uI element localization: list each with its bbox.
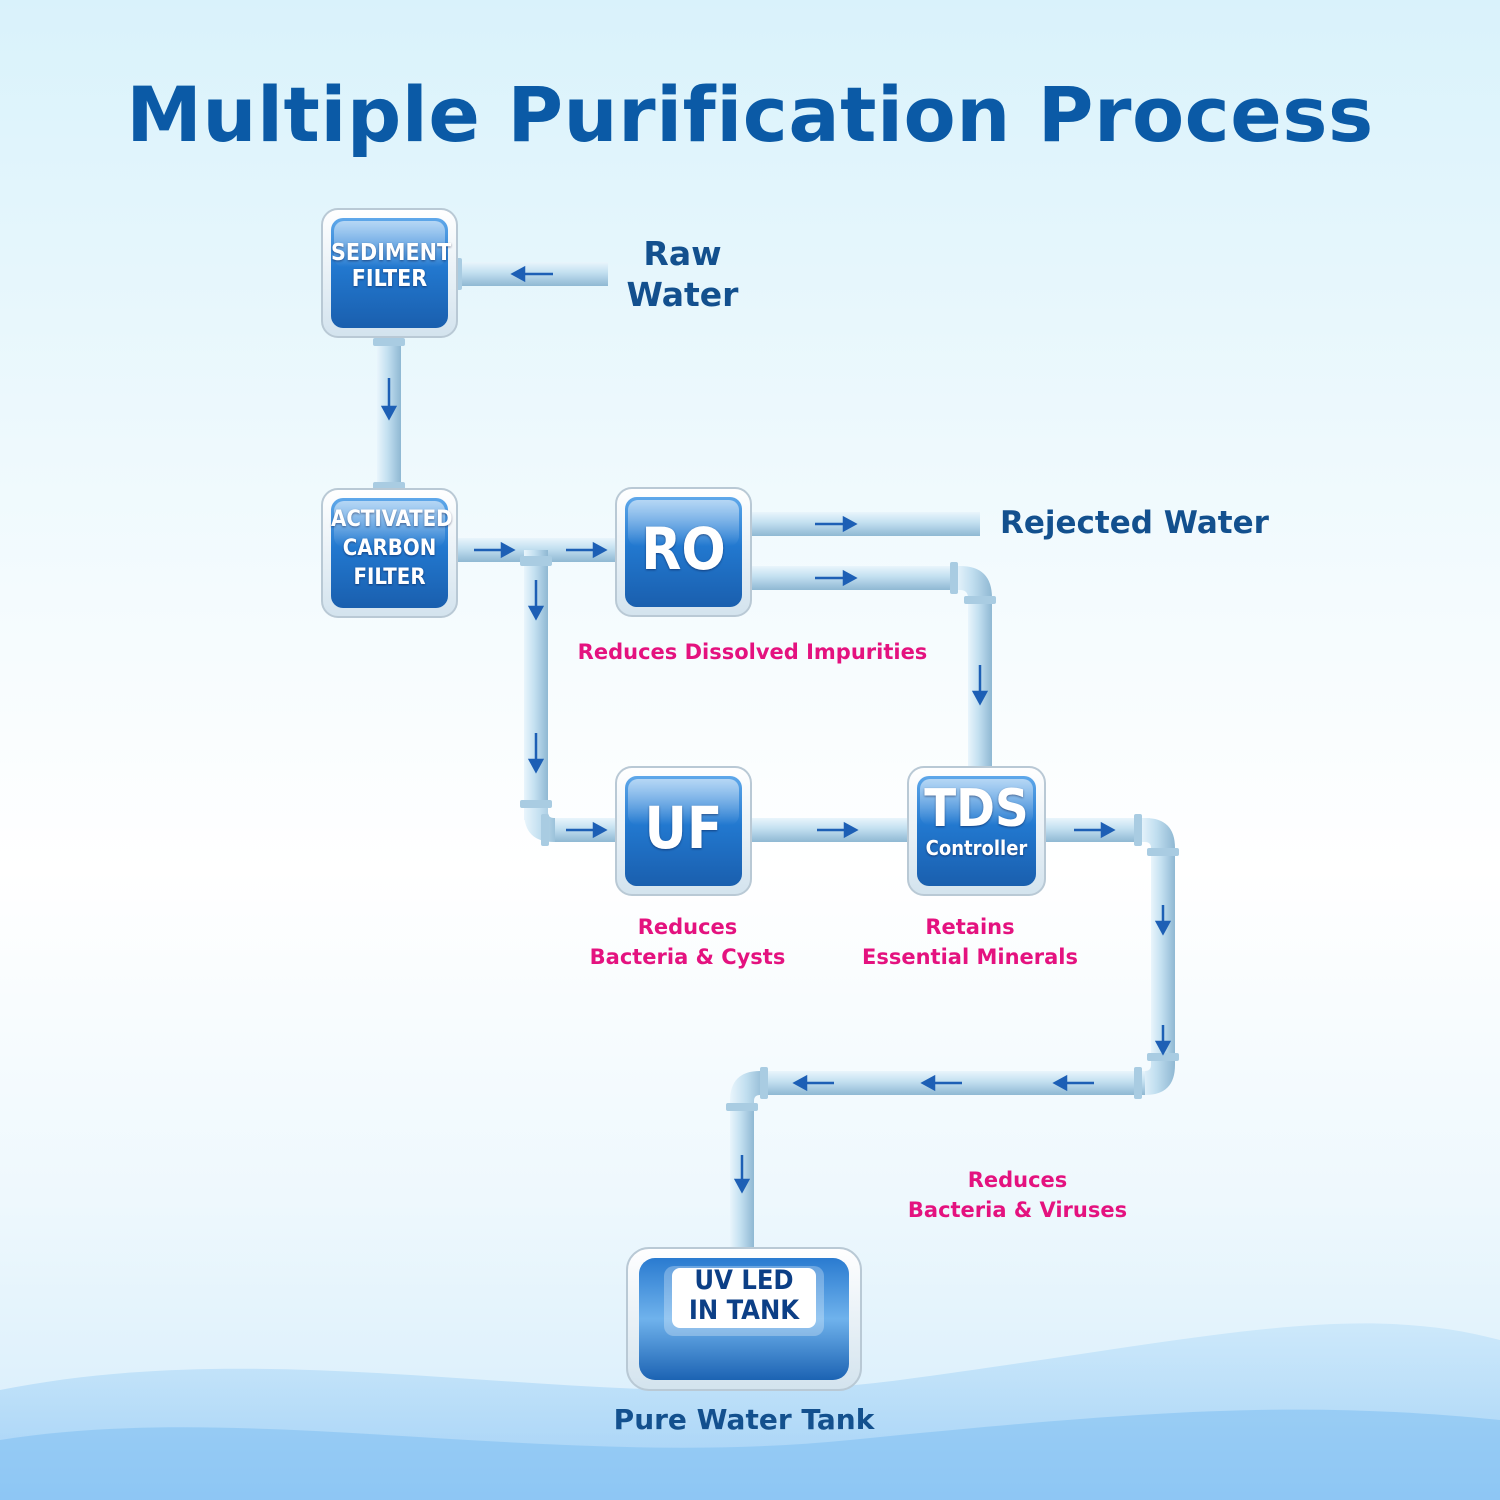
controller-text: Controller	[925, 835, 1028, 860]
raw-line2: Water	[626, 275, 739, 315]
sediment-line2: FILTER	[351, 266, 428, 293]
uf-desc-line2: Bacteria & Cysts	[589, 945, 786, 970]
carbon-filter-label: ACTIVATED CARBON FILTER	[331, 505, 453, 592]
carbon-line3: FILTER	[353, 565, 426, 591]
pipe-joint	[1134, 1067, 1142, 1099]
tds-text: TDS	[924, 779, 1029, 839]
sediment-filter-label: SEDIMENT FILTER	[331, 240, 452, 293]
tds-desc-line2: Essential Minerals	[862, 945, 1078, 970]
uv-desc-line1: Reduces	[967, 1168, 1068, 1192]
box-activated-carbon-filter	[321, 488, 458, 618]
uf-text: UF	[644, 794, 723, 862]
uv-description: Reduces Bacteria & Viruses	[895, 1165, 1140, 1226]
arrow-right-icon	[1074, 821, 1116, 839]
pipe-elbow-right-bottom	[1140, 1060, 1175, 1095]
arrow-right-icon	[566, 821, 608, 839]
arrow-right-icon	[566, 541, 608, 559]
box-uv-led-tank	[626, 1247, 862, 1391]
pipe-joint	[520, 556, 552, 566]
carbon-line1: ACTIVATED	[331, 507, 453, 532]
ro-label: RO	[625, 515, 742, 583]
arrow-down-icon	[527, 580, 545, 621]
uv-line1: UV LED	[694, 1265, 794, 1296]
ro-description: Reduces Dissolved Impurities	[577, 640, 928, 664]
box-tds-controller	[907, 766, 1046, 896]
pipe-rejected	[748, 512, 980, 536]
uf-desc-line1: Reduces	[637, 915, 738, 939]
arrow-right-icon	[815, 515, 858, 533]
pipe-elbow-ro-tds	[955, 566, 992, 605]
pipe-joint	[964, 596, 996, 604]
box-ro	[615, 487, 752, 617]
pure-water-tank-label: Pure Water Tank	[613, 1403, 875, 1436]
arrow-left-icon	[510, 265, 553, 283]
arrow-right-icon	[817, 821, 859, 839]
arrow-down-icon	[971, 665, 989, 706]
pipe-joint	[373, 338, 405, 346]
sediment-line1: SEDIMENT	[331, 240, 452, 266]
arrow-left-icon	[1052, 1074, 1094, 1092]
arrow-down-icon	[733, 1155, 751, 1194]
uv-line2: IN TANK	[688, 1295, 800, 1327]
uf-description: Reduces Bacteria & Cysts	[570, 912, 805, 973]
arrow-left-icon	[792, 1074, 834, 1092]
tds-label: TDS Controller	[917, 782, 1036, 860]
tds-desc-line1: Retains	[925, 915, 1015, 939]
ro-text: RO	[641, 515, 726, 583]
pipe-joint	[520, 800, 552, 808]
pipe-joint	[1147, 1053, 1179, 1061]
uf-label: UF	[625, 794, 742, 862]
carbon-line2: CARBON	[342, 536, 437, 562]
pipe-elbow-right-top	[1140, 818, 1175, 855]
background-wave-front	[0, 1409, 1500, 1500]
arrow-right-icon	[815, 569, 858, 587]
flow-arrows	[380, 265, 1172, 1194]
pipe-joint	[760, 1067, 768, 1099]
pipe-joint	[1134, 814, 1142, 846]
box-uf	[615, 766, 752, 896]
page-title: Multiple Purification Process	[126, 70, 1374, 159]
arrow-down-icon	[1154, 905, 1172, 936]
raw-water-label: Raw Water	[620, 233, 745, 316]
arrow-left-icon	[920, 1074, 962, 1092]
pipe-joint	[1147, 848, 1179, 856]
arrow-down-icon	[1154, 1025, 1172, 1056]
arrow-down-icon	[527, 733, 545, 774]
pipe-joint	[726, 1103, 758, 1111]
arrow-right-icon	[474, 541, 516, 559]
uv-label: UV LED IN TANK	[672, 1265, 816, 1327]
pipe-joint	[950, 562, 958, 594]
pipe-elbow-left	[730, 1071, 765, 1110]
pipe-joint	[541, 814, 549, 846]
rejected-water-label: Rejected Water	[1000, 505, 1269, 541]
arrow-down-icon	[380, 378, 398, 421]
raw-line1: Raw	[643, 234, 722, 273]
box-sediment-filter	[321, 208, 458, 338]
tds-description: Retains Essential Minerals	[845, 912, 1095, 973]
pipes	[373, 258, 1179, 1255]
uv-desc-line2: Bacteria & Viruses	[907, 1198, 1128, 1223]
